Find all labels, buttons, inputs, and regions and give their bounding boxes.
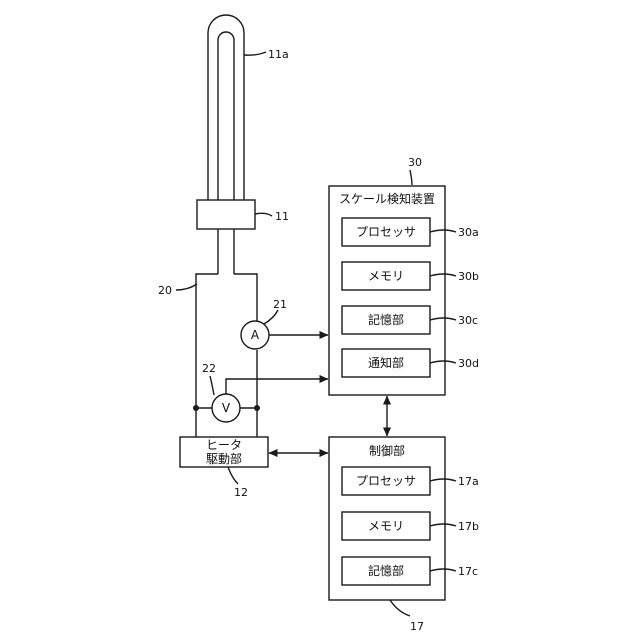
ref-20: 20 bbox=[158, 284, 172, 297]
heater-base bbox=[197, 200, 255, 229]
ref-30a: 30a bbox=[458, 226, 479, 239]
processor-30-label: プロセッサ bbox=[356, 225, 416, 239]
junction-dot-left bbox=[193, 405, 199, 411]
leader-12 bbox=[228, 467, 238, 484]
notify-30-label: 通知部 bbox=[368, 355, 404, 370]
ref-17b: 17b bbox=[458, 520, 479, 533]
processor-17-label: プロセッサ bbox=[356, 474, 416, 488]
ref-17a: 17a bbox=[458, 475, 479, 488]
ref-30b: 30b bbox=[458, 270, 479, 283]
memory-30-label: メモリ bbox=[368, 269, 404, 283]
leader-11a bbox=[244, 52, 266, 55]
memory-17-label: メモリ bbox=[368, 519, 404, 533]
ref-30: 30 bbox=[408, 156, 422, 169]
voltmeter-to-device-line bbox=[226, 379, 328, 394]
leader-21 bbox=[264, 310, 278, 324]
ref-30c: 30c bbox=[458, 314, 478, 327]
leader-22 bbox=[210, 376, 214, 395]
ref-17: 17 bbox=[410, 620, 424, 633]
leader-20 bbox=[176, 284, 197, 290]
leader-11 bbox=[255, 213, 272, 216]
junction-dot-right bbox=[254, 405, 260, 411]
heater-neck bbox=[218, 229, 234, 274]
ref-11a: 11a bbox=[268, 48, 289, 61]
leader-17 bbox=[390, 600, 410, 616]
controller-title: 制御部 bbox=[369, 443, 405, 458]
ammeter-label: A bbox=[251, 328, 260, 342]
storage-30-label: 記憶部 bbox=[368, 312, 404, 327]
scale-device-title: スケール検知装置 bbox=[339, 192, 435, 206]
storage-17-label: 記憶部 bbox=[368, 563, 404, 578]
ref-21: 21 bbox=[273, 298, 287, 311]
leader-30 bbox=[410, 170, 412, 185]
ref-30d: 30d bbox=[458, 357, 479, 370]
ref-17c: 17c bbox=[458, 565, 478, 578]
ref-12: 12 bbox=[234, 486, 248, 499]
heater-driver-label-2: 駆動部 bbox=[206, 451, 242, 466]
heater-driver-label-1: ヒータ bbox=[206, 438, 242, 452]
ref-11: 11 bbox=[275, 210, 289, 223]
heater-tube bbox=[208, 15, 244, 200]
ref-22: 22 bbox=[202, 362, 216, 375]
voltmeter-label: V bbox=[222, 401, 231, 415]
